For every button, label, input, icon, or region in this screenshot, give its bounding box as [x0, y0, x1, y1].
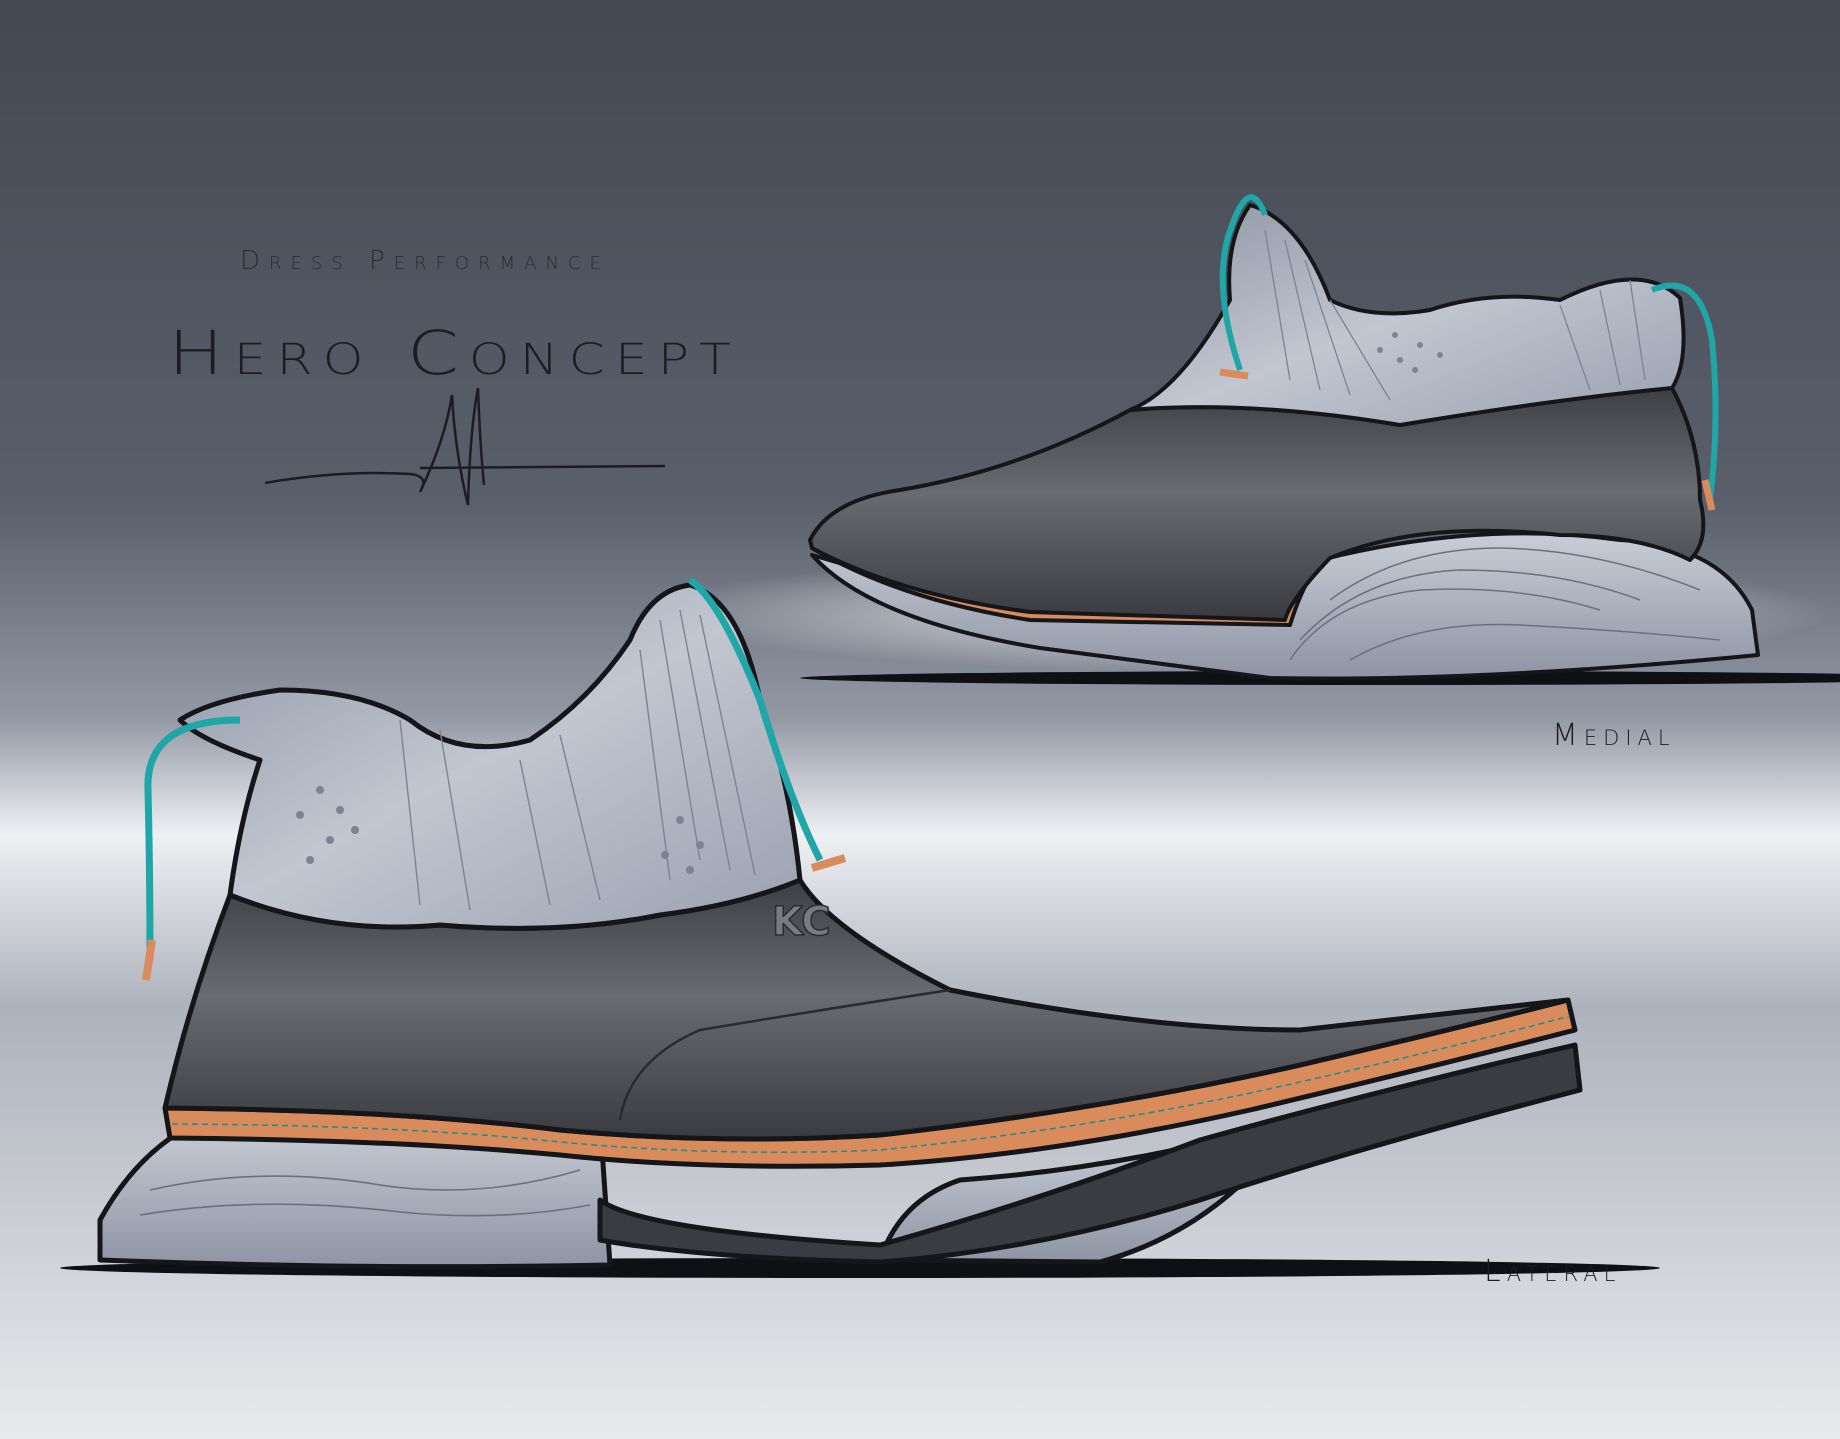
shoe-lateral-illustration: KC	[60, 577, 1660, 1278]
signature-icon	[264, 387, 666, 506]
kc-logo: KC	[772, 899, 831, 945]
sketch-title: Hero Concept	[168, 318, 741, 389]
sketch-subtitle: Dress Performance	[240, 246, 610, 276]
lateral-view-label: Lateral	[1484, 1254, 1622, 1289]
medial-view-label: Medial	[1552, 718, 1676, 753]
shoe-medial-illustration	[800, 194, 1840, 685]
